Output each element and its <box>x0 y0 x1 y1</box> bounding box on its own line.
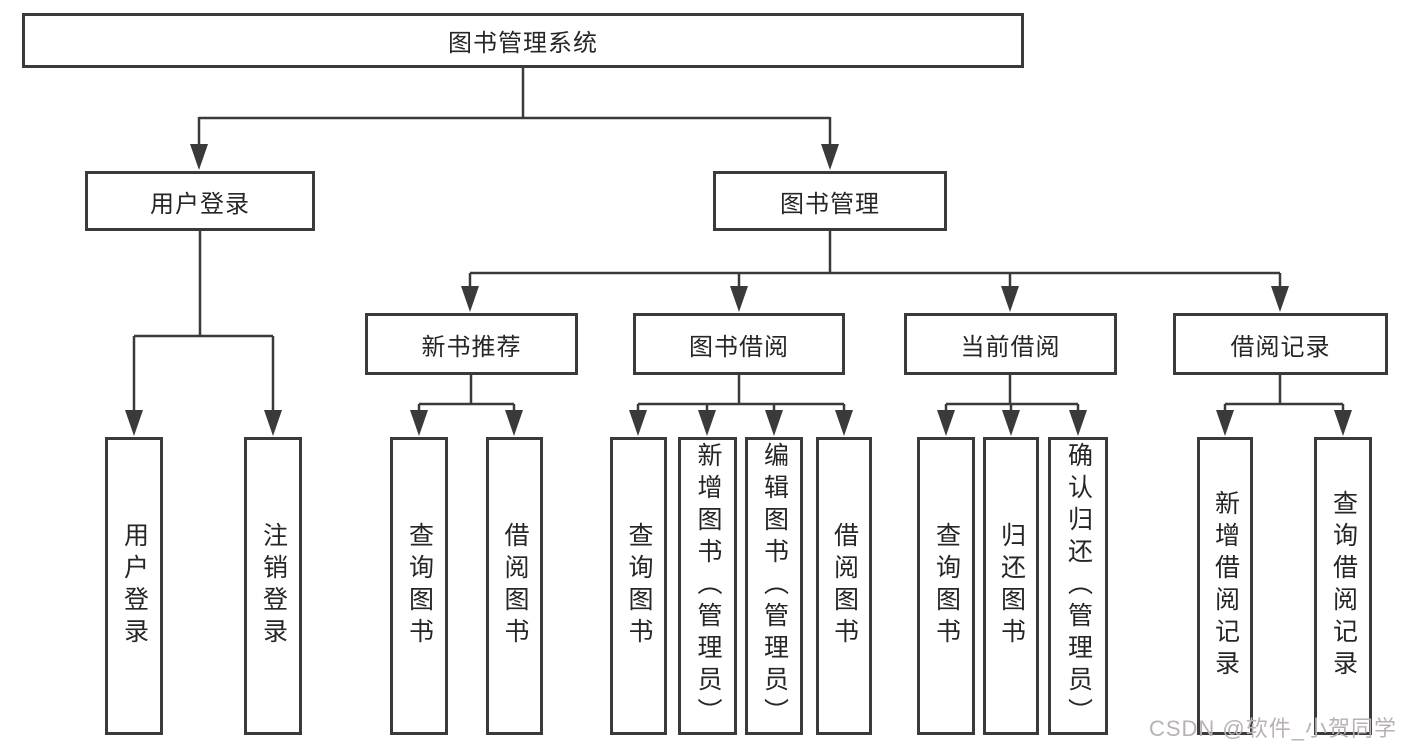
node-leaf-query-books-1: 查询图书 <box>390 437 448 735</box>
node-leaf-query-books-3-label: 查询图书 <box>932 522 961 650</box>
node-leaf-user-login: 用户登录 <box>105 437 163 735</box>
node-leaf-edit-books-admin-label: 编辑图书（管理员） <box>760 442 789 730</box>
node-new-book-recommend: 新书推荐 <box>365 313 578 375</box>
node-leaf-query-borrow-record-label: 查询借阅记录 <box>1329 490 1358 682</box>
node-borrow-records: 借阅记录 <box>1173 313 1388 375</box>
node-leaf-add-books-admin-label: 新增图书（管理员） <box>694 442 722 730</box>
arrowhead-icons <box>125 144 1352 436</box>
node-user-login-label: 用户登录 <box>150 190 250 218</box>
csdn-watermark: CSDN @软件_小贺同学 <box>1148 716 1397 741</box>
node-leaf-edit-books-admin: 编辑图书（管理员） <box>745 437 803 735</box>
node-root-label: 图书管理系统 <box>448 30 598 57</box>
node-leaf-add-books-admin: 新增图书（管理员） <box>678 437 737 735</box>
node-book-borrow: 图书借阅 <box>633 313 845 375</box>
node-book-management-label: 图书管理 <box>780 190 880 218</box>
node-leaf-return-books: 归还图书 <box>983 437 1039 735</box>
node-book-borrow-label: 图书借阅 <box>689 333 789 361</box>
node-leaf-return-books-label: 归还图书 <box>997 522 1026 650</box>
node-leaf-add-borrow-record: 新增借阅记录 <box>1197 437 1253 735</box>
node-leaf-confirm-return-admin-label: 确认归还（管理员） <box>1064 442 1093 730</box>
node-leaf-query-borrow-record: 查询借阅记录 <box>1314 437 1372 735</box>
node-leaf-query-books-3: 查询图书 <box>917 437 975 735</box>
node-leaf-logout-label: 注销登录 <box>259 522 288 650</box>
node-leaf-query-books-2-label: 查询图书 <box>625 522 653 650</box>
node-leaf-add-borrow-record-label: 新增借阅记录 <box>1211 490 1240 682</box>
node-leaf-borrow-books-2-label: 借阅图书 <box>830 522 859 650</box>
node-leaf-borrow-books-2: 借阅图书 <box>816 437 872 735</box>
node-leaf-confirm-return-admin: 确认归还（管理员） <box>1048 437 1108 735</box>
node-current-borrow: 当前借阅 <box>904 313 1117 375</box>
node-root: 图书管理系统 <box>22 13 1024 68</box>
node-user-login: 用户登录 <box>85 171 315 231</box>
node-leaf-logout: 注销登录 <box>244 437 302 735</box>
node-new-book-recommend-label: 新书推荐 <box>421 333 522 361</box>
node-book-management: 图书管理 <box>713 171 947 231</box>
node-borrow-records-label: 借阅记录 <box>1230 333 1331 361</box>
node-current-borrow-label: 当前借阅 <box>960 333 1061 361</box>
node-leaf-user-login-label: 用户登录 <box>120 522 149 650</box>
node-leaf-borrow-books-1: 借阅图书 <box>486 437 543 735</box>
node-leaf-query-books-2: 查询图书 <box>610 437 667 735</box>
node-leaf-borrow-books-1-label: 借阅图书 <box>501 522 529 650</box>
node-leaf-query-books-1-label: 查询图书 <box>405 522 434 650</box>
